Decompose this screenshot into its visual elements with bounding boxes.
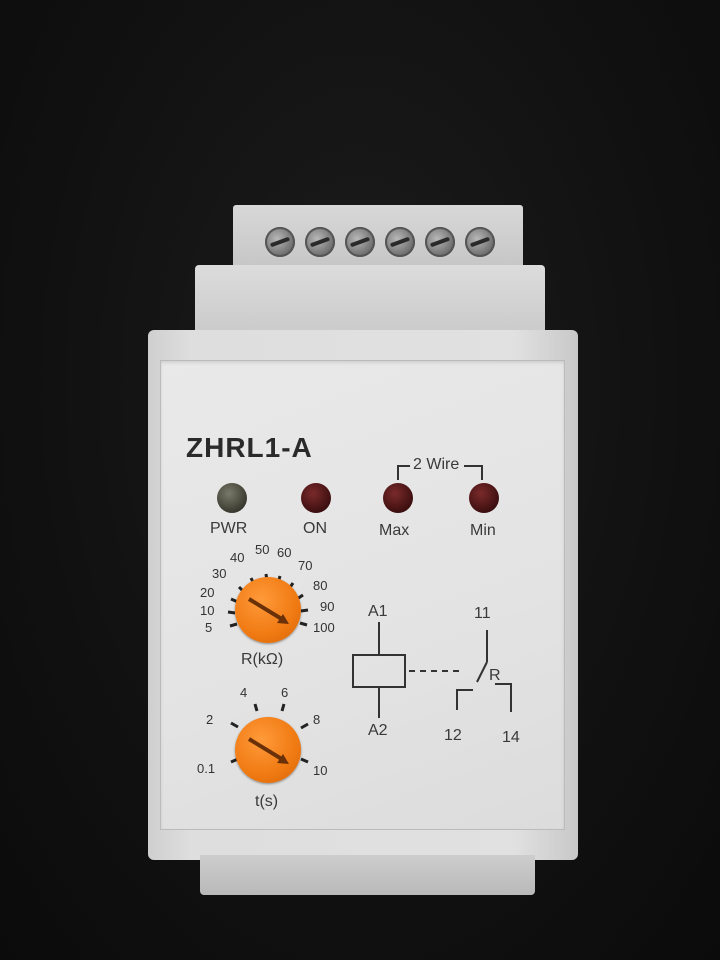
t-scale-8: 8 bbox=[313, 712, 321, 727]
terminal-screw bbox=[305, 227, 335, 257]
housing-upper-step bbox=[195, 265, 545, 340]
relay-label: R bbox=[489, 667, 501, 684]
relay-schematic bbox=[352, 622, 512, 718]
coil-terminal-a2: A2 bbox=[368, 722, 388, 739]
terminal-screw bbox=[265, 227, 295, 257]
wire-bracket bbox=[397, 465, 483, 480]
resistance-knob[interactable] bbox=[235, 577, 301, 643]
on-led bbox=[301, 483, 331, 513]
r-scale-80: 80 bbox=[313, 578, 328, 593]
t-scale-0-1: 0.1 bbox=[197, 761, 216, 776]
r-scale-5: 5 bbox=[205, 620, 213, 635]
terminal-screw bbox=[385, 227, 415, 257]
min-label: Min bbox=[470, 522, 496, 539]
top-terminal-block bbox=[233, 205, 523, 275]
on-label: ON bbox=[303, 520, 327, 537]
t-scale-10: 10 bbox=[313, 763, 328, 778]
r-scale-20: 20 bbox=[200, 585, 215, 600]
terminal-screw bbox=[425, 227, 455, 257]
contact-terminal-12: 12 bbox=[444, 727, 462, 744]
r-scale-30: 30 bbox=[212, 566, 227, 581]
pwr-led bbox=[217, 483, 247, 513]
r-scale-70: 70 bbox=[298, 558, 313, 573]
r-scale-60: 60 bbox=[277, 545, 292, 560]
terminal-screw bbox=[465, 227, 495, 257]
front-panel bbox=[160, 360, 565, 830]
max-led bbox=[383, 483, 413, 513]
r-scale-50: 50 bbox=[255, 542, 270, 557]
model-label: ZHRL1-A bbox=[186, 432, 313, 463]
contact-terminal-14: 14 bbox=[502, 729, 520, 746]
r-scale-90: 90 bbox=[320, 599, 335, 614]
time-dial-label: t(s) bbox=[255, 793, 279, 810]
max-label: Max bbox=[379, 522, 410, 539]
wire-bracket-label: 2 Wire bbox=[413, 456, 460, 473]
t-scale-6: 6 bbox=[281, 685, 289, 700]
terminal-screw bbox=[345, 227, 375, 257]
housing-bottom-step bbox=[200, 855, 535, 895]
arrow-icon bbox=[247, 597, 289, 624]
arrow-icon bbox=[247, 737, 289, 764]
contact-terminal-11: 11 bbox=[474, 605, 491, 622]
t-scale-4: 4 bbox=[240, 685, 248, 700]
min-led bbox=[469, 483, 499, 513]
r-scale-100: 100 bbox=[313, 620, 335, 635]
resistance-dial-label: R(kΩ) bbox=[241, 651, 284, 668]
coil-terminal-a1: A1 bbox=[368, 603, 388, 620]
r-scale-40: 40 bbox=[230, 550, 245, 565]
t-scale-2: 2 bbox=[206, 712, 214, 727]
r-scale-10: 10 bbox=[200, 603, 215, 618]
time-knob[interactable] bbox=[235, 717, 301, 783]
pwr-label: PWR bbox=[210, 520, 248, 537]
